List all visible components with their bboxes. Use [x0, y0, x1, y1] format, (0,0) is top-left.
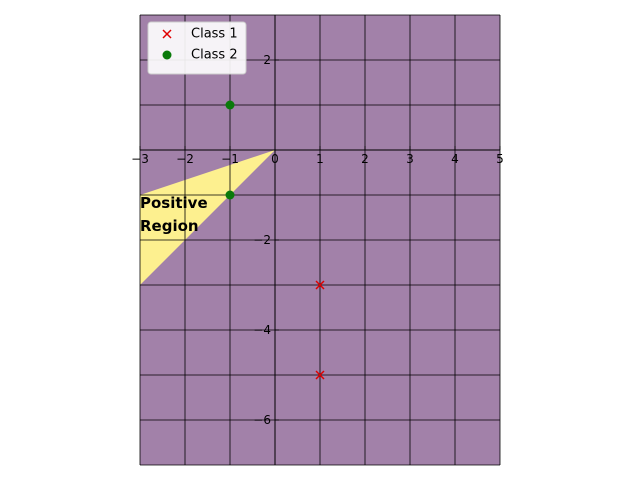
x-tick-label: −3: [131, 152, 149, 166]
grid-lines: [139, 14, 501, 466]
x-tick-label: 4: [451, 152, 459, 166]
positive-region-label: Positive Region: [140, 194, 213, 235]
y-tick-label: −4: [253, 323, 271, 337]
data-point-series-1: [315, 280, 325, 290]
x-tick-label: −2: [176, 152, 194, 166]
x-tick-label: −1: [221, 152, 239, 166]
legend-label-1: Class 1: [191, 27, 238, 42]
data-point-series-2: [225, 100, 235, 110]
positive-region: [140, 150, 275, 285]
x-marker-stroke: [315, 280, 325, 290]
y-tick-label: −2: [253, 233, 271, 247]
legend-marker-1: [162, 29, 172, 39]
legend-marker-2: [162, 50, 172, 60]
x-marker-stroke: [315, 370, 325, 380]
legend-label-2: Class 2: [191, 48, 238, 63]
legend: Class 1 Class 2: [147, 21, 247, 75]
x-tick-label: 3: [406, 152, 414, 166]
data-point-series-1: [315, 370, 325, 380]
x-tick-label: 1: [316, 152, 324, 166]
legend-box: [147, 21, 247, 75]
y-tick-label: 2: [263, 53, 271, 67]
data-points: [225, 100, 325, 380]
positive-region-label-line-2: Region: [140, 217, 199, 235]
positive-region-label-line-1: Positive: [140, 194, 208, 212]
x-tick-label: 2: [361, 152, 369, 166]
data-point-series-2: [225, 190, 235, 200]
x-marker-stroke: [162, 29, 172, 39]
tick-labels: −3 −2 −1 0 1 2 3 4 5 2 −2 −4 −6: [131, 53, 504, 427]
x-tick-label: 0: [271, 152, 279, 166]
y-tick-label: −6: [253, 413, 271, 427]
x-tick-label: 5: [496, 152, 504, 166]
